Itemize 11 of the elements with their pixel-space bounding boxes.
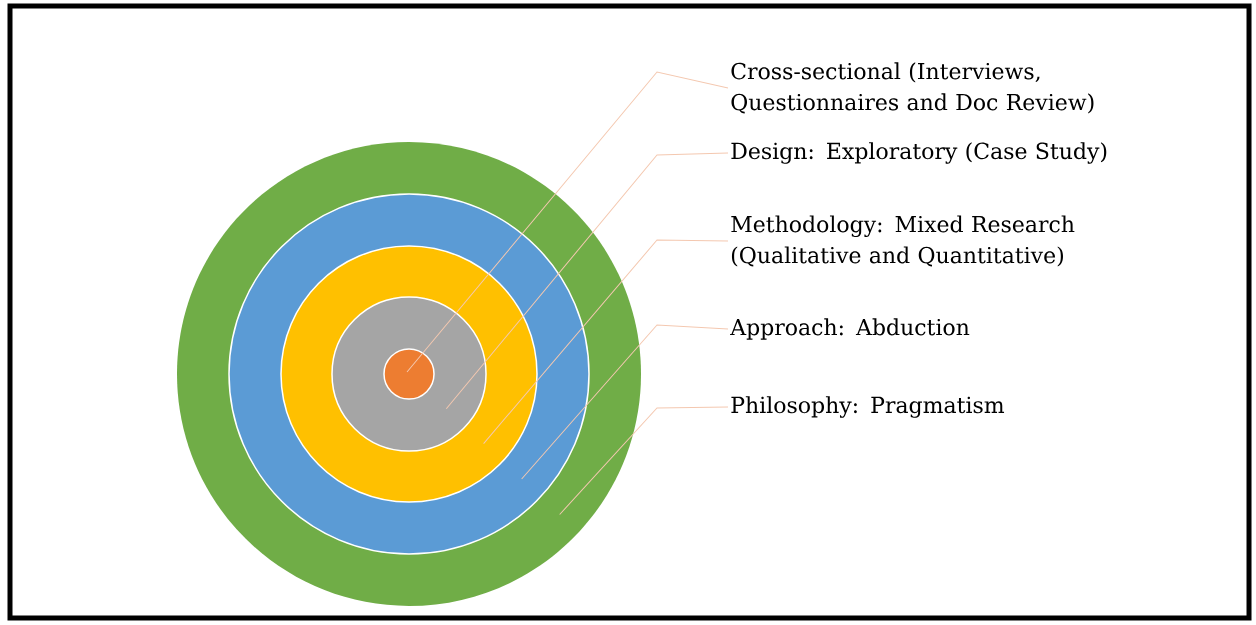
leader-line — [483, 239, 729, 445]
layer-label: Cross-sectional (Interviews, Questionnaires and Doc Review) — [731, 62, 1094, 114]
layer-label: Philosophy: Pragmatism — [731, 396, 1005, 418]
leader-line — [445, 152, 729, 410]
leader-line — [406, 71, 729, 373]
leader-line — [521, 324, 729, 480]
layer-label: Design: Exploratory (Case Study) — [731, 142, 1107, 164]
leader-line — [559, 406, 729, 515]
layer-label: Approach: Abduction — [730, 318, 970, 340]
ring-circle — [383, 348, 435, 400]
layer-label: Methodology: Mixed Research (Qualitative and Quantitative) — [731, 215, 1075, 267]
